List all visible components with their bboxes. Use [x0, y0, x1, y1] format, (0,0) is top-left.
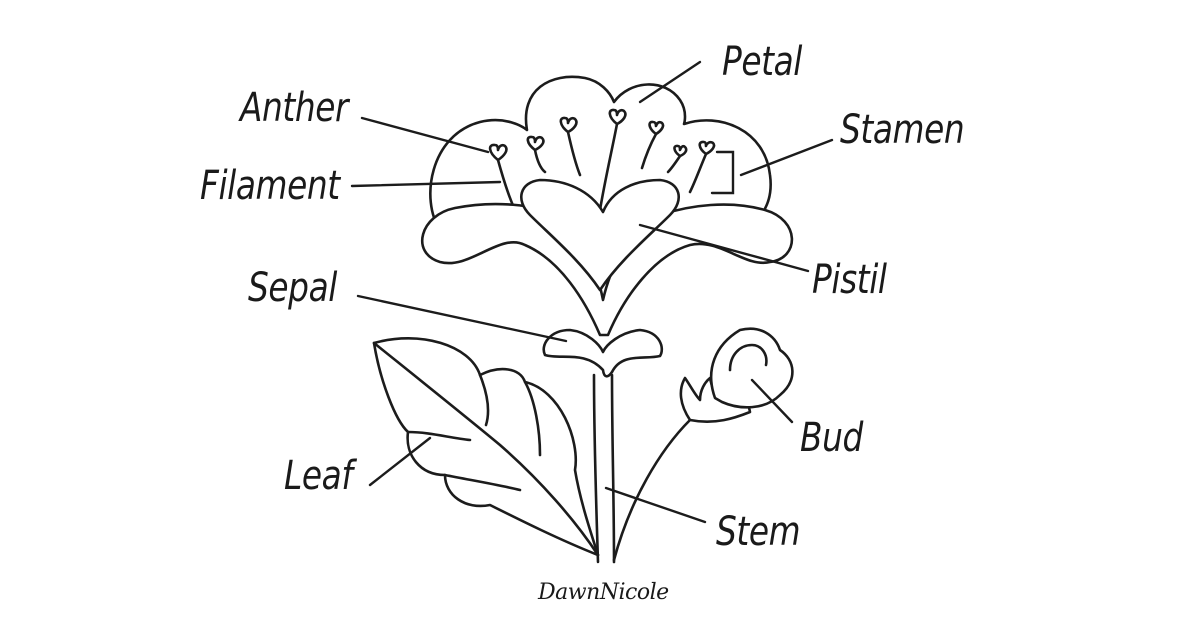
label-bud: Bud	[800, 415, 863, 461]
front-petals-drawing	[421, 202, 794, 337]
pistil-drawing	[520, 178, 680, 292]
sepal-drawing	[542, 328, 664, 378]
leaf-drawing	[372, 336, 600, 557]
label-sepal: Sepal	[248, 265, 337, 311]
artist-signature: DawnNicole	[538, 580, 669, 605]
label-leaf: Leaf	[284, 453, 353, 499]
label-filament: Filament	[200, 163, 340, 209]
label-petal: Petal	[722, 39, 802, 85]
stem-drawing	[592, 373, 692, 564]
bud-drawing	[679, 327, 794, 424]
stamens-drawing	[488, 108, 716, 214]
label-pistil: Pistil	[812, 257, 887, 303]
back-petal-drawing	[429, 75, 772, 237]
leader-lines	[350, 60, 834, 524]
label-stem: Stem	[716, 509, 801, 555]
label-anther: Anther	[240, 85, 349, 131]
label-stamen: Stamen	[840, 107, 965, 153]
